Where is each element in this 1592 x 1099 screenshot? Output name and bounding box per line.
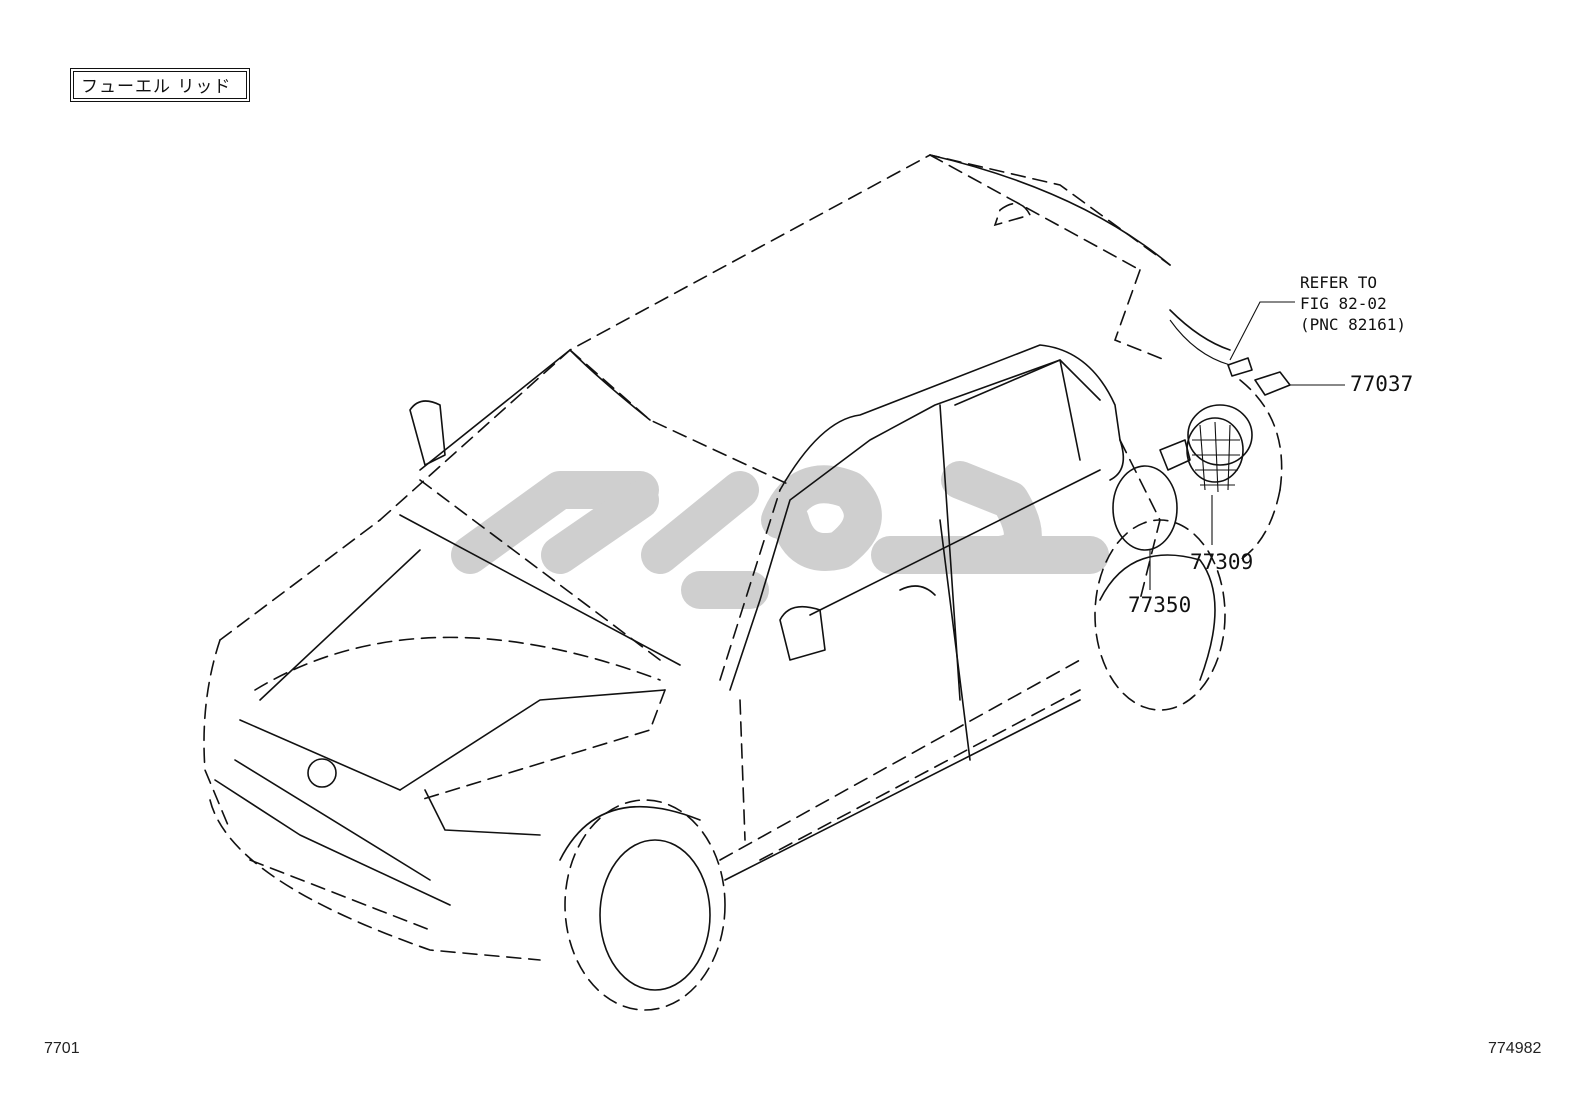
fuel-lid-panel	[1112, 465, 1178, 551]
refer-note: REFER TO FIG 82-02 (PNC 82161)	[1300, 272, 1406, 335]
leader-lines	[1149, 301, 1345, 590]
section-title: フューエル リッド	[81, 76, 232, 97]
callout-77309[interactable]: 77309	[1190, 550, 1254, 574]
footer-right-code: 774982	[1488, 1040, 1542, 1057]
footer-left-code: 7701	[44, 1040, 80, 1057]
fuel-lid-opener-part	[1169, 319, 1291, 396]
callout-77350[interactable]: 77350	[1128, 593, 1192, 617]
section-title-box: フューエル リッド	[70, 68, 250, 102]
refer-line-3: (PNC 82161)	[1300, 315, 1406, 334]
refer-line-2: FIG 82-02	[1300, 294, 1387, 313]
refer-line-1: REFER TO	[1300, 273, 1378, 292]
fuel-housing-part	[1159, 404, 1253, 493]
callout-77037[interactable]: 77037	[1350, 372, 1414, 396]
body-outline	[203, 154, 1283, 1011]
